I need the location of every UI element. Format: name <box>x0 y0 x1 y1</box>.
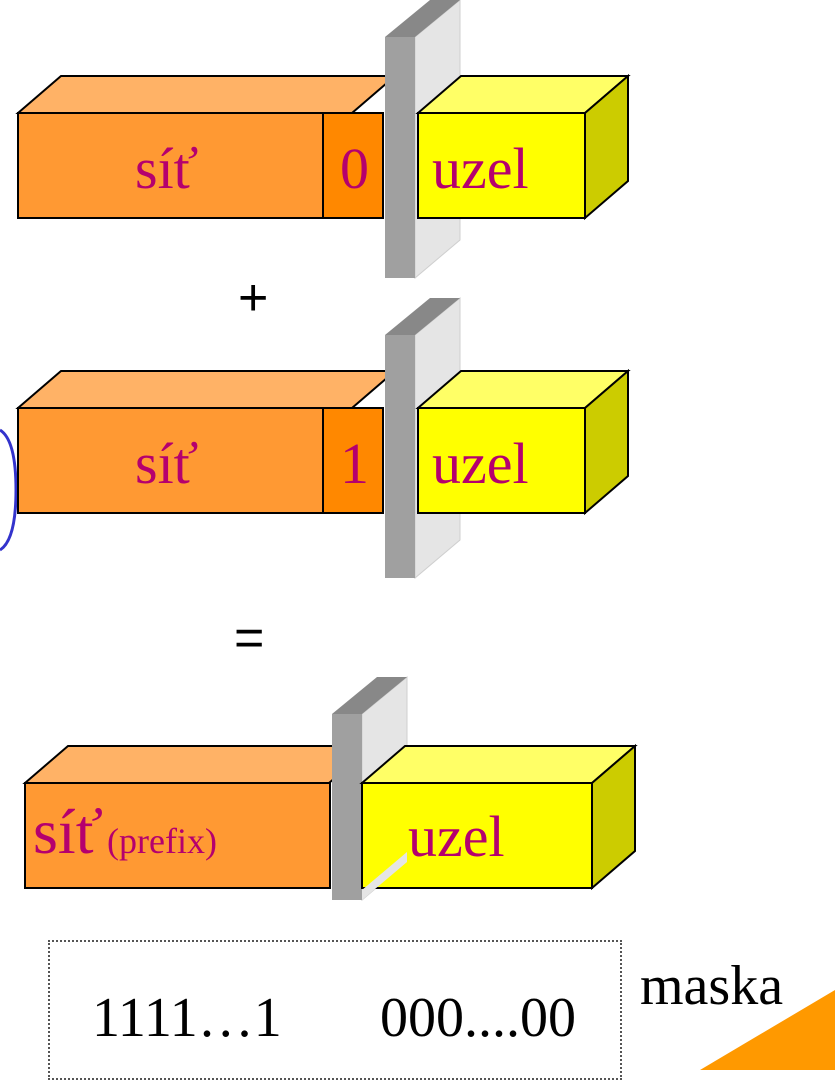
row2-block <box>15 296 631 580</box>
mask-ones: 1111…1 <box>92 987 282 1049</box>
row1-host-front <box>417 112 586 219</box>
row2-net-front <box>17 407 324 514</box>
mask-zeros: 000....00 <box>380 987 576 1049</box>
side-bracket-shape <box>0 428 18 552</box>
row3-block <box>22 675 638 902</box>
row2-bit-label: 1 <box>340 431 369 496</box>
row3-host-front <box>361 782 593 889</box>
row3-net-text: síť <box>33 796 104 867</box>
row1-net-label: síť <box>135 136 199 201</box>
row3-host-label: uzel <box>408 804 505 869</box>
row3-net-front <box>24 782 331 889</box>
row2-host-label: uzel <box>432 431 529 496</box>
row1-block <box>15 0 631 280</box>
row2-host-front <box>417 407 586 514</box>
corner-decoration <box>700 990 835 1070</box>
row1-bit-front <box>322 112 384 219</box>
row1-host-label: uzel <box>432 136 529 201</box>
row2-net-label: síť <box>135 431 199 496</box>
row3-divider-front <box>332 714 362 900</box>
row1-divider-front <box>385 37 415 278</box>
row3-divider-top <box>332 677 407 714</box>
row2-divider-front <box>385 335 415 578</box>
row3-net-label: síť (prefix) <box>33 800 217 864</box>
row2-divider-top <box>385 298 460 335</box>
row1-bit-label: 0 <box>340 136 369 201</box>
plus-sign: + <box>238 269 269 327</box>
equals-sign: = <box>234 609 265 667</box>
row1-divider-top <box>385 0 460 37</box>
row1-net-front <box>17 112 324 219</box>
mask-label: maska <box>640 955 784 1017</box>
row2-bit-front <box>322 407 384 514</box>
row3-prefix-text: (prefix) <box>107 821 217 861</box>
